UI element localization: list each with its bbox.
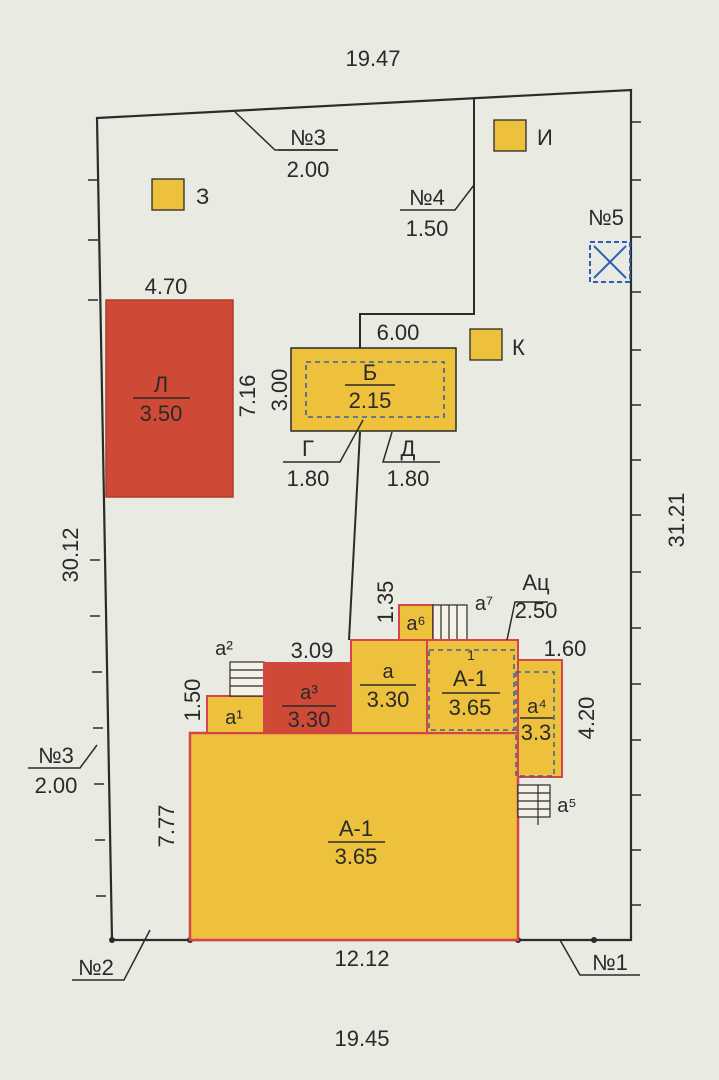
ext-Ac-height: 2.50	[515, 598, 558, 623]
ext-A1-upper-height: 3.65	[449, 695, 492, 720]
building-b-height: 2.15	[349, 388, 392, 413]
ext-a4-label: a⁴	[527, 696, 547, 718]
ext-a1-label: a¹	[225, 707, 243, 729]
corner-dot-right	[591, 937, 597, 943]
fence-3-top-num: №3	[290, 125, 326, 150]
building-b-dashed	[305, 361, 445, 418]
ext-a7-label: a⁷	[475, 593, 493, 615]
object-k-label: К	[512, 335, 525, 360]
leader-lines	[28, 111, 640, 981]
fence-3-top-height: 2.00	[287, 157, 330, 182]
ext-a-height: 3.30	[367, 687, 410, 712]
ext-Ac-label: Ац	[522, 570, 550, 595]
point-2-label: №2	[78, 955, 114, 980]
ext-a4-depth: 4.20	[574, 697, 599, 740]
main-house-height: 3.65	[335, 844, 378, 869]
ext-a7-steps	[432, 604, 468, 641]
plot-boundary	[95, 88, 633, 942]
corner-dot-left	[109, 937, 115, 943]
ext-a2-steps	[229, 661, 265, 697]
fence-4-height: 1.50	[406, 216, 449, 241]
point-1-label: №1	[592, 950, 628, 975]
building-l-label: Л	[154, 372, 168, 397]
left-boundary-ticks	[88, 179, 106, 897]
ext-a3-height: 3.30	[288, 707, 331, 732]
fence-4-line	[359, 98, 475, 350]
main-house	[188, 731, 520, 942]
right-boundary-ticks	[631, 121, 641, 906]
point-5-label: №5	[588, 205, 624, 230]
fence-3-left-height: 2.00	[35, 773, 78, 798]
ext-a-label: a	[382, 661, 394, 683]
ext-A1-upper-sup: 1	[467, 647, 475, 663]
gate-g-label: Г	[302, 436, 314, 461]
gate-g-width: 1.80	[287, 466, 330, 491]
ext-a4-dashed	[515, 671, 555, 777]
object-k-square	[469, 328, 503, 361]
main-house-depth: 7.77	[154, 805, 179, 848]
gate-d-width: 1.80	[387, 466, 430, 491]
object-i-label: И	[537, 125, 553, 150]
ext-a3-width: 3.09	[291, 638, 334, 663]
fence-b-to-house	[348, 431, 361, 641]
ext-a	[350, 639, 428, 734]
building-l-height: 3.50	[140, 401, 183, 426]
ext-a1	[206, 695, 265, 734]
plot-top-width: 19.47	[345, 46, 400, 71]
ext-a6-label: a⁶	[406, 613, 425, 635]
ext-a4-height: 3.3	[521, 720, 552, 745]
plot-right-length: 31.21	[664, 492, 689, 547]
object-z-square	[151, 178, 185, 211]
ext-a6-height: 1.35	[373, 581, 398, 624]
main-house-label: А-1	[339, 816, 373, 841]
plot-street-frontage: 12.12	[334, 946, 389, 971]
building-l-depth: 7.16	[235, 375, 260, 418]
object-z-label: З	[196, 184, 209, 209]
ext-A1-upper	[426, 639, 519, 734]
fence-3-left-num: №3	[38, 743, 74, 768]
building-b-depth: 3.00	[267, 369, 292, 412]
plot-bottom-width: 19.45	[334, 1026, 389, 1051]
ext-A1-upper-label: А-1	[453, 666, 487, 691]
plot-left-length: 30.12	[58, 527, 83, 582]
marker-5-icon	[589, 241, 631, 283]
ext-a6	[398, 604, 434, 641]
ext-a5-steps	[517, 784, 551, 825]
ext-a4-width: 1.60	[544, 636, 587, 661]
fence-4-num: №4	[409, 185, 445, 210]
ext-A1-upper-dashed	[428, 649, 515, 731]
gate-d-label: Д	[401, 436, 416, 461]
building-b-label: Б	[363, 360, 377, 385]
ext-a3-label: a³	[300, 682, 318, 704]
ext-a2-label: a²	[215, 638, 233, 660]
building-b-width: 6.00	[377, 320, 420, 345]
building-l-width: 4.70	[145, 274, 188, 299]
object-i-square	[493, 119, 527, 152]
ext-a5-label: a⁵	[557, 795, 576, 817]
ext-a1-height: 1.50	[180, 679, 205, 722]
